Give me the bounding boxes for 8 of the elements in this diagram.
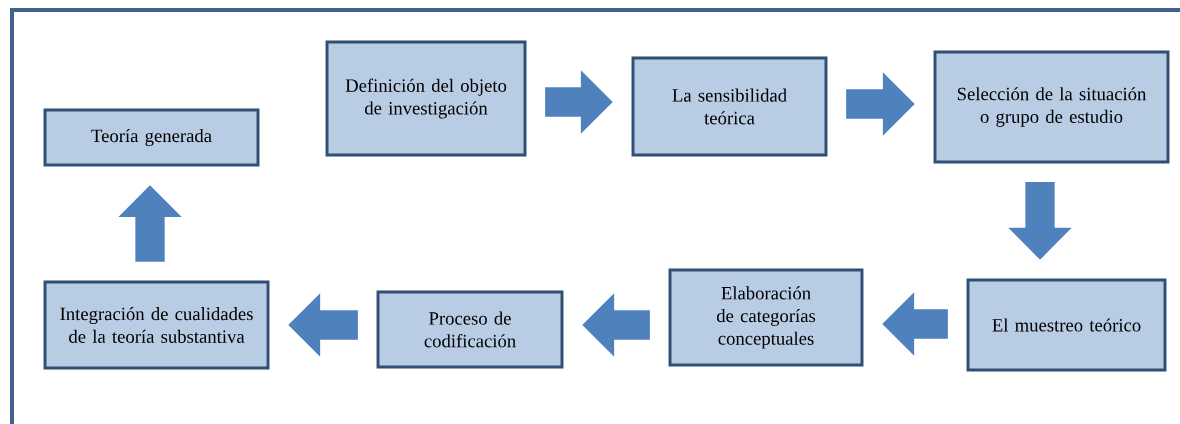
process-box: Selección de la situación o grupo de estudio xyxy=(933,50,1170,164)
process-box: La sensibilidad teórica xyxy=(631,56,828,157)
process-box: Definición del objeto de investigación xyxy=(325,40,527,157)
process-box: Elaboración de categorías conceptuales xyxy=(668,268,864,367)
process-box: Integración de cualidades de la teoría substantiva xyxy=(43,280,270,370)
process-box: Proceso de codificación xyxy=(376,290,564,369)
process-box: Teoría generada xyxy=(43,108,260,167)
process-box: El muestreo teórico xyxy=(966,278,1167,372)
